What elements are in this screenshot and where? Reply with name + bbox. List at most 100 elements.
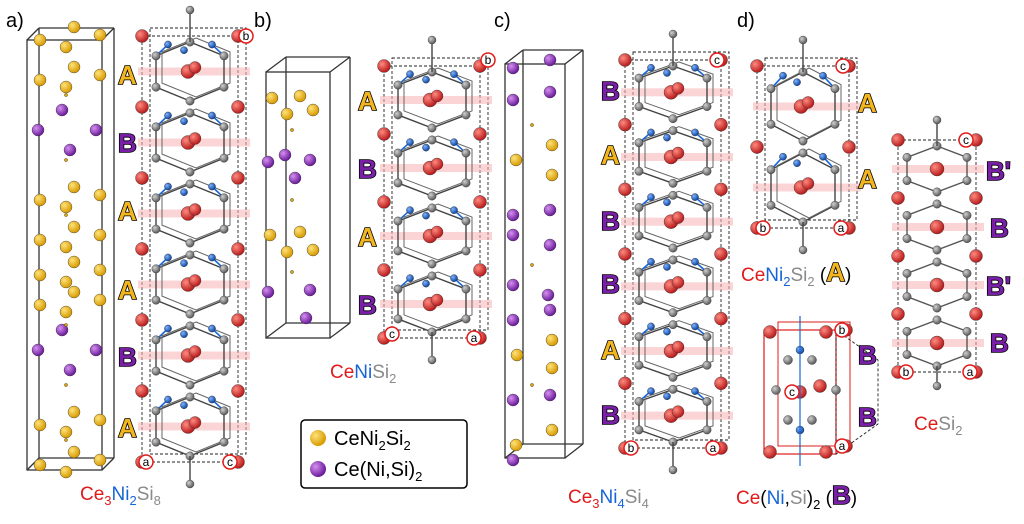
ce-atom xyxy=(763,445,777,459)
ni-atom xyxy=(208,111,216,120)
si-atom xyxy=(807,355,817,365)
si-atom xyxy=(185,179,195,189)
ce-atom-cenis xyxy=(506,278,520,292)
ni-atom xyxy=(450,138,458,146)
si-atom xyxy=(151,437,161,447)
ni-atom xyxy=(450,206,458,214)
ce-atom xyxy=(188,61,202,74)
axis-label-ring xyxy=(784,384,800,400)
ce-atom-corner xyxy=(618,376,632,391)
ce-atom xyxy=(188,203,202,216)
si-atom xyxy=(634,397,644,406)
si-atom xyxy=(932,199,942,209)
si-atom xyxy=(902,210,912,220)
si-atom xyxy=(932,257,942,267)
si-atom xyxy=(393,284,403,294)
panel-label-d: d) xyxy=(737,10,755,32)
si-atom xyxy=(962,234,972,244)
si-atom xyxy=(668,114,678,124)
si-atom xyxy=(219,295,229,305)
panel-label-b: b) xyxy=(254,10,272,32)
ni-atom xyxy=(647,193,655,201)
si-atom xyxy=(185,479,195,489)
ce-atom-cenisi xyxy=(263,228,277,242)
ce-atom xyxy=(929,335,945,351)
ni-atom xyxy=(691,193,699,201)
small-atom xyxy=(64,323,68,327)
si-atom xyxy=(766,84,776,94)
ni-atom xyxy=(793,78,801,86)
axis-label: a xyxy=(471,331,478,345)
ce-atom-cenis xyxy=(543,238,557,252)
cell-edge-dashed xyxy=(835,329,879,455)
si-atom xyxy=(771,385,781,395)
ce-atom xyxy=(671,211,685,224)
ce-atom-corner xyxy=(135,313,149,327)
si-atom xyxy=(668,384,678,394)
ce-atom-corner xyxy=(714,376,728,391)
si-atom xyxy=(702,203,712,212)
si-atom xyxy=(702,231,712,241)
ce-atom-corner xyxy=(618,117,632,132)
si-hexagon-back xyxy=(644,384,714,439)
axis-label-ring xyxy=(384,326,400,342)
unit-cell-dashed xyxy=(632,51,730,441)
layer-label: B xyxy=(118,128,137,158)
ce-atom-cenis xyxy=(506,61,520,75)
ce-atom-cenis xyxy=(55,103,69,117)
axis-label: b xyxy=(243,29,250,43)
svg-text:Ce(Ni,Si)2 (B): Ce(Ni,Si)2 (B) xyxy=(736,480,857,512)
ce-atom-corner xyxy=(473,195,487,209)
si-atom xyxy=(830,165,840,175)
si-atom xyxy=(151,153,161,163)
si-atom xyxy=(798,35,808,45)
si-hexagon-back xyxy=(644,126,714,180)
si-atom xyxy=(461,110,471,120)
ce-atom-cenis xyxy=(303,153,317,167)
axis-label: b xyxy=(628,441,635,455)
si-atom xyxy=(702,267,712,277)
si-atom xyxy=(766,165,776,175)
axis-label: a xyxy=(839,439,846,453)
unit-cell-dashed xyxy=(391,57,489,331)
ce-atom xyxy=(188,345,202,358)
unit-cell-outline xyxy=(101,457,115,471)
ni-atom xyxy=(208,40,216,49)
si-atom xyxy=(393,80,403,90)
ce-atom-cenisi xyxy=(306,103,320,117)
ce-atom-corner xyxy=(969,191,983,205)
ce-atom-cenis xyxy=(299,311,313,325)
layer-label: B xyxy=(358,154,377,184)
si-hexagon-back xyxy=(644,61,714,116)
layer-label: A xyxy=(118,413,137,443)
ce-atom-cenisi xyxy=(33,73,47,87)
ce-atom-cenis xyxy=(89,343,103,357)
ni-atom xyxy=(180,188,188,196)
si-atom xyxy=(830,119,840,129)
si-atom xyxy=(766,119,776,129)
si-atom xyxy=(634,360,644,370)
si-atom xyxy=(219,264,229,274)
si-atom xyxy=(902,176,912,186)
axis-label: a xyxy=(838,221,845,235)
ce-atom-cenis xyxy=(506,453,520,467)
ni-atom xyxy=(691,322,699,331)
si-atom xyxy=(461,178,471,188)
si-hexagon-back xyxy=(161,250,231,311)
ce-atom-corner xyxy=(750,59,764,73)
ce-atom xyxy=(801,177,815,190)
ce-atom xyxy=(929,161,945,177)
axis-label: c xyxy=(840,59,846,73)
ce-atom xyxy=(813,379,827,393)
si-atom xyxy=(702,138,712,148)
ce-atom-cenisi xyxy=(93,28,107,42)
si-atom xyxy=(393,216,403,226)
ce-atom-corner xyxy=(891,249,905,263)
ni-atom xyxy=(180,401,188,410)
layer-labels-b: A B A B xyxy=(357,85,378,321)
axis-label-ring xyxy=(833,220,849,236)
unit-cell-outline xyxy=(564,443,584,459)
axis-label: c xyxy=(963,133,969,147)
si-hexagon-back xyxy=(403,203,473,261)
layer-label: A xyxy=(118,196,137,226)
